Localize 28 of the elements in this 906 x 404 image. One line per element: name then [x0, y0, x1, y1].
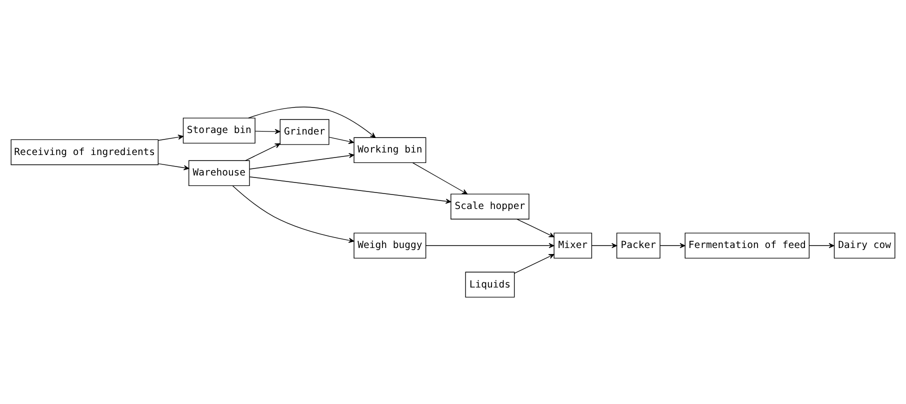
- node-box: Packer: [616, 232, 660, 259]
- node-box: Receiving of ingredients: [10, 139, 159, 166]
- arrow: [412, 162, 468, 194]
- node-box: Working bin: [354, 137, 426, 164]
- arrow: [591, 243, 618, 248]
- arrow: [248, 106, 376, 138]
- node-box: Mixer: [554, 232, 592, 259]
- arrow: [158, 134, 184, 141]
- arrow: [660, 243, 686, 248]
- arrow: [514, 254, 554, 274]
- node-box: Liquids: [465, 272, 515, 298]
- arrow: [808, 243, 834, 248]
- node-box: Fermentation of feed: [684, 232, 810, 259]
- node-box: Storage bin: [182, 118, 256, 144]
- node-box: Grinder: [280, 119, 330, 145]
- node-box: Dairy cow: [834, 232, 896, 259]
- arrow: [158, 163, 190, 170]
- node-box: Scale hopper: [450, 194, 530, 220]
- node-box: Warehouse: [188, 160, 250, 186]
- arrow: [245, 143, 280, 161]
- arrow: [249, 176, 452, 204]
- arrow: [232, 185, 354, 243]
- arrow: [249, 153, 354, 170]
- arrow: [254, 129, 280, 134]
- arrow: [426, 243, 554, 248]
- arrow: [328, 136, 354, 144]
- node-box: Weigh buggy: [354, 232, 426, 259]
- arrow: [516, 218, 554, 238]
